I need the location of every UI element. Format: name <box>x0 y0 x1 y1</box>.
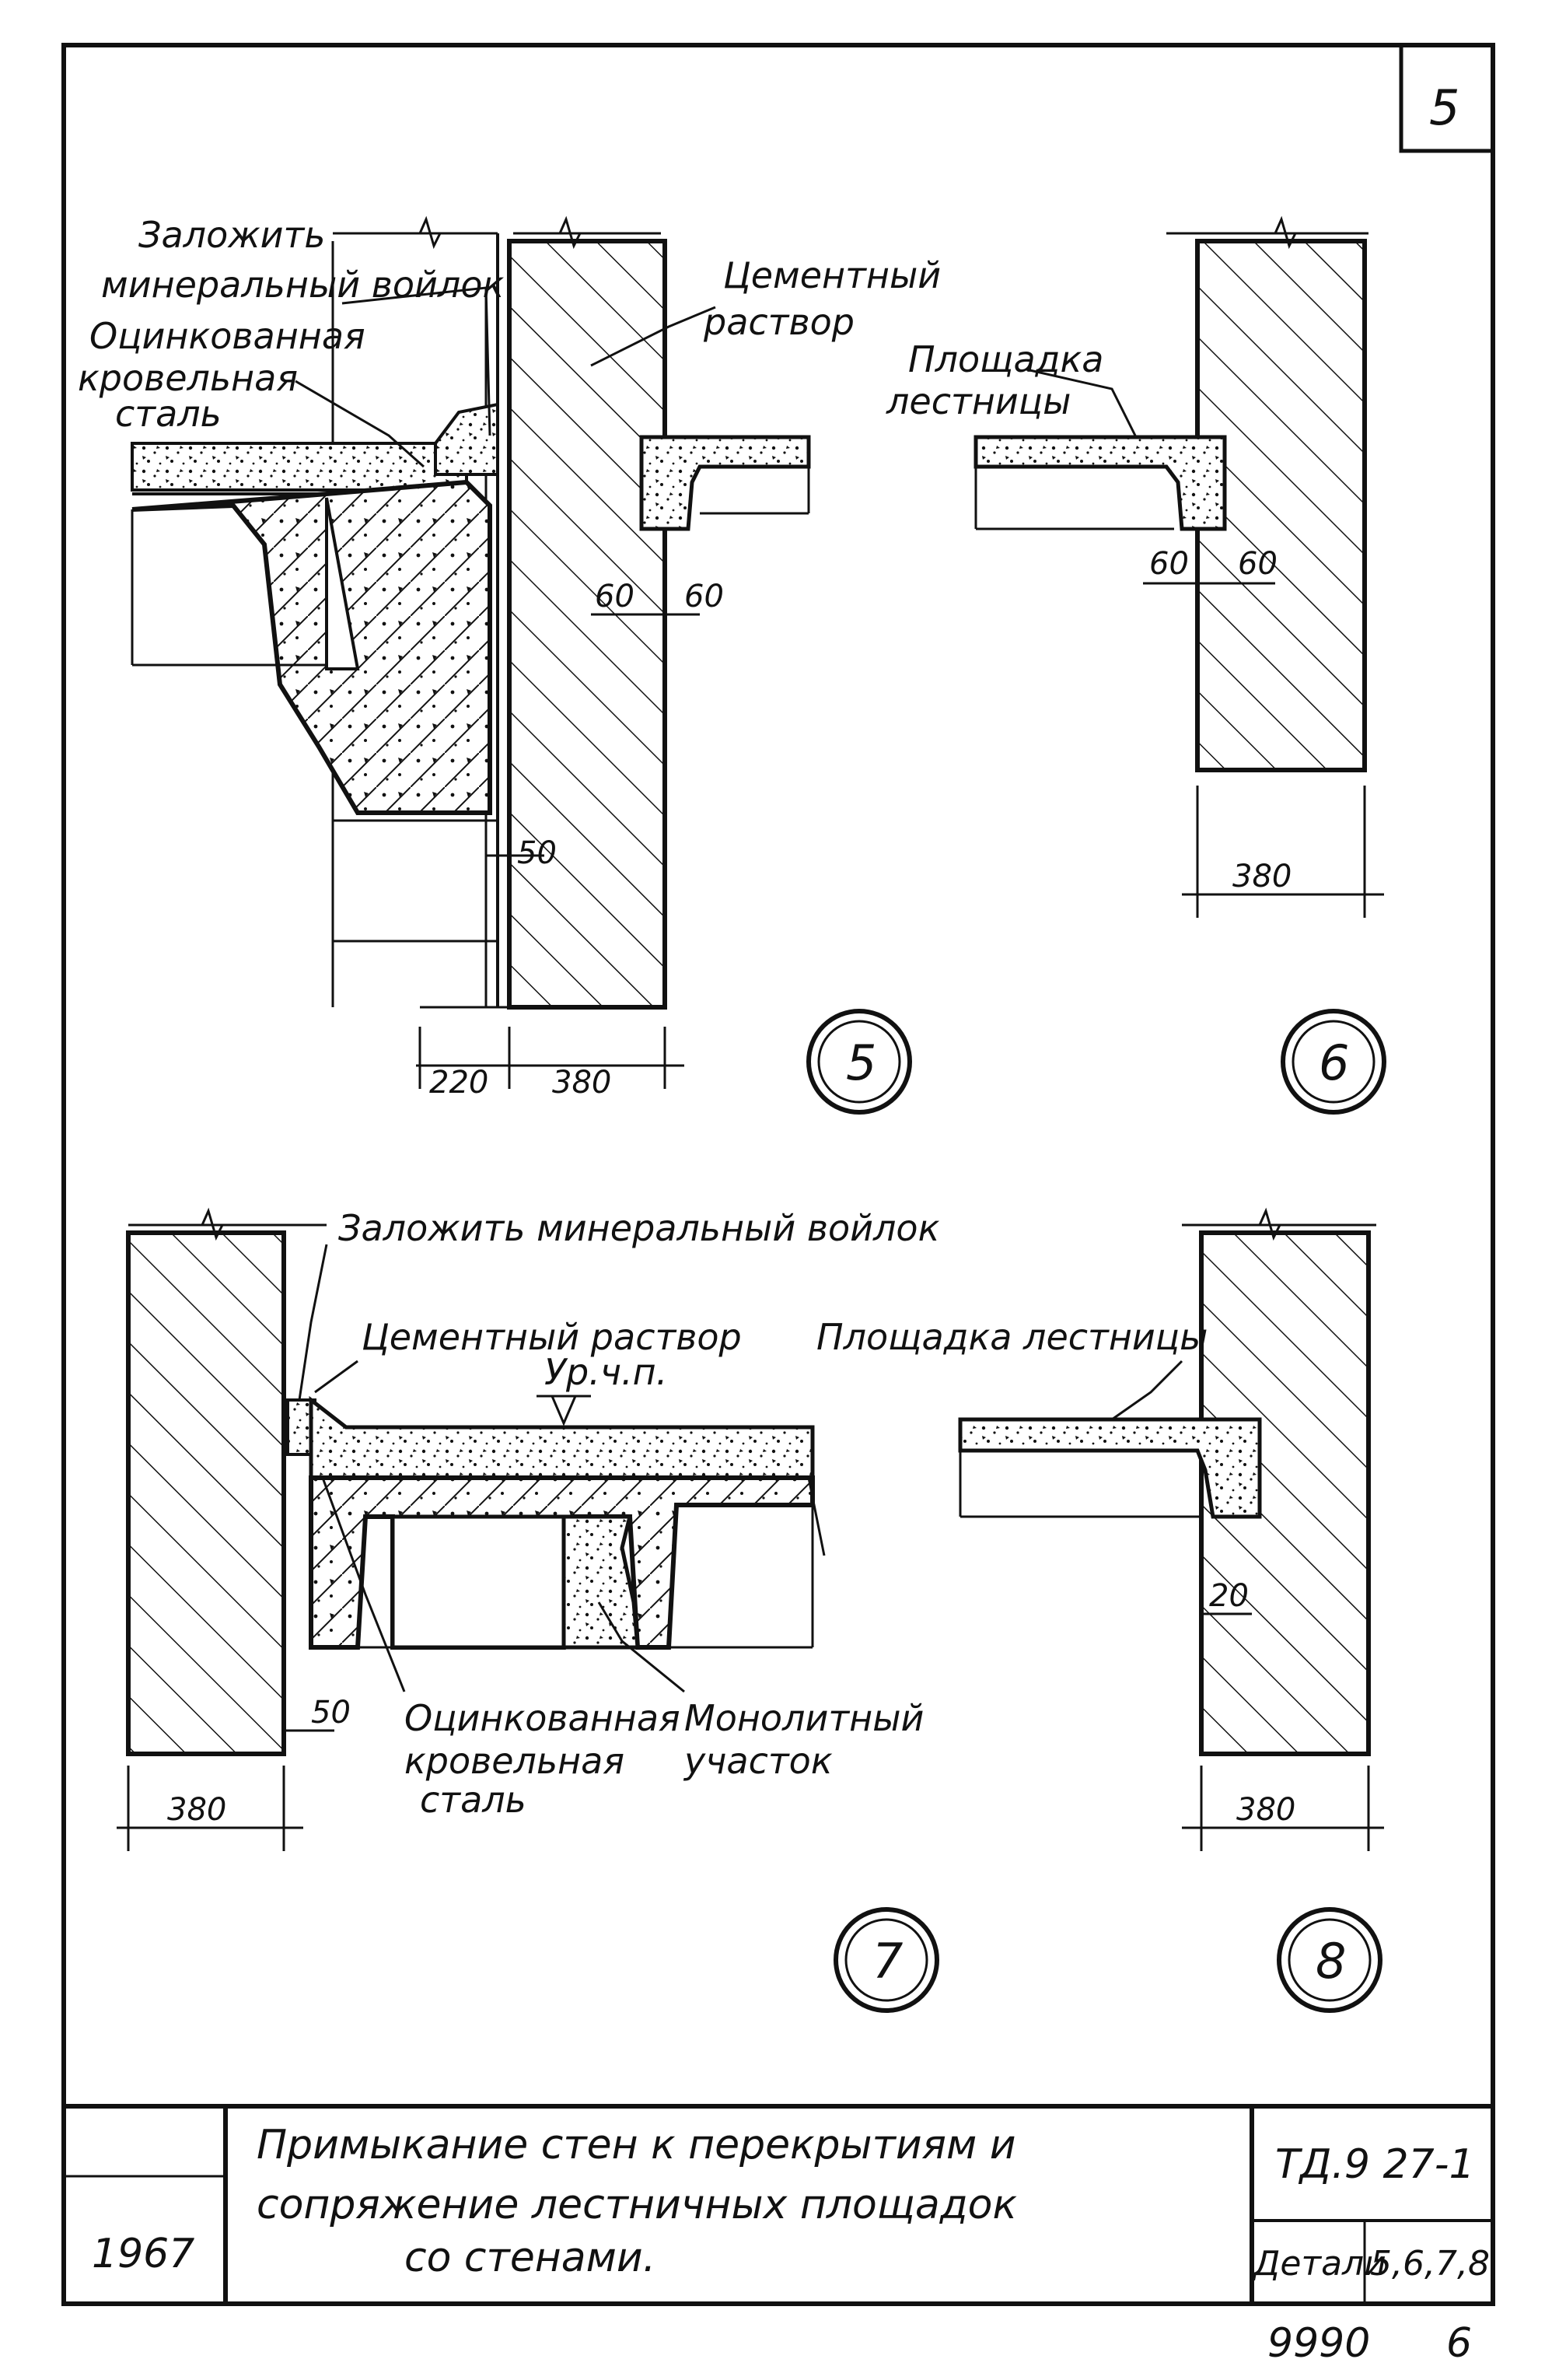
sheet-title-line-2: сопряжение лестничных площадок <box>257 2182 1017 2228</box>
d7-monolith <box>561 1514 640 1650</box>
d5-dim-b: 60 <box>684 579 724 614</box>
d5-felt <box>434 402 499 476</box>
detail-8: Площадка лестницы 20 380 8 <box>816 1207 1384 2013</box>
d5-wall <box>507 239 667 1010</box>
d6-dim-a: 60 <box>1149 546 1189 582</box>
d5-marker: 5 <box>846 1034 876 1091</box>
sheet-year: 1967 <box>92 2231 194 2277</box>
d5-label-steel-1: Оцинкованная <box>89 315 365 357</box>
d5-label-mortar-1: Цементный <box>723 254 941 296</box>
d5-label-mortar-2: раствор <box>703 301 855 343</box>
d6-dim-b: 60 <box>1238 546 1278 582</box>
sheet-number-box: 5 <box>1399 43 1495 153</box>
d5-label-steel-3: сталь <box>115 393 222 435</box>
d5-dim-c: 50 <box>517 835 557 871</box>
sheet-title-line-3: со стенами. <box>404 2235 655 2281</box>
d6-landing <box>973 435 1227 531</box>
d8-dim-a: 20 <box>1209 1578 1249 1614</box>
d5-marker-circle <box>806 1009 912 1115</box>
d5-beam <box>131 479 492 815</box>
sheet-code: ТД.9 27-1 <box>1275 2141 1475 2188</box>
d6-marker-circle <box>1281 1009 1386 1115</box>
d7-label-mortar: Цементный раствор <box>362 1316 742 1358</box>
d6-dim-c: 380 <box>1232 859 1292 894</box>
sheet-frame <box>61 43 1495 2306</box>
d5-dim-e: 380 <box>552 1065 611 1101</box>
d5-slab <box>131 442 468 492</box>
archive-number: 9990 <box>1267 2320 1370 2367</box>
d5-dim-a: 60 <box>595 579 634 614</box>
d7-label-steel-2: кровельная <box>404 1740 624 1782</box>
d7-label-level: Ур.ч.п. <box>544 1351 667 1393</box>
archive-page: 6 <box>1446 2320 1472 2367</box>
d7-label-steel-1: Оцинкованная <box>404 1697 680 1739</box>
d5-dim-d: 220 <box>429 1065 488 1101</box>
d7-marker: 7 <box>872 1933 903 1990</box>
d5-label-steel-2: кровельная <box>78 357 298 399</box>
d5-landing <box>639 435 811 531</box>
sheet-number: 5 <box>1429 79 1459 136</box>
detail-7: Заложить минеральный войлок Цементный ра… <box>117 1207 940 2013</box>
d7-dim-b: 380 <box>167 1792 226 1828</box>
sheet-title-line-1: Примыкание стен к перекрытиям и <box>257 2122 1016 2168</box>
d7-marker-circle <box>834 1907 939 2013</box>
d8-landing <box>958 1417 1262 1519</box>
sheet-details-value: 5,6,7,8 <box>1370 2244 1490 2284</box>
d7-dim-a: 50 <box>311 1695 351 1731</box>
d6-marker: 6 <box>1319 1034 1349 1091</box>
d5-label-felt-1: Заложить <box>138 214 325 256</box>
detail-5: Заложить минеральный войлок Оцинкованная… <box>78 214 941 1115</box>
title-block: 1967 Примыкание стен к перекрытиям и соп… <box>64 2104 1493 2367</box>
d8-label-landing: Площадка лестницы <box>816 1316 1208 1358</box>
d6-label-landing-1: Площадка <box>908 338 1103 380</box>
d8-dim-b: 380 <box>1236 1792 1295 1828</box>
d6-label-landing-2: лестницы <box>886 380 1071 422</box>
d7-slab <box>309 1395 815 1480</box>
d7-label-mono-2: участок <box>683 1740 833 1782</box>
detail-6: Площадка лестницы 60 60 380 6 <box>886 215 1386 1115</box>
sheet-details-label: Детали <box>1252 2244 1386 2284</box>
d7-label-mono-1: Монолитный <box>684 1697 924 1739</box>
d8-marker: 8 <box>1316 1933 1346 1990</box>
d8-marker-circle <box>1277 1907 1382 2013</box>
d5-label-felt-2: минеральный войлок <box>101 264 504 306</box>
d7-label-steel-3: сталь <box>420 1779 526 1821</box>
d7-label-felt: Заложить минеральный войлок <box>338 1207 940 1249</box>
d7-wall <box>126 1230 286 1756</box>
